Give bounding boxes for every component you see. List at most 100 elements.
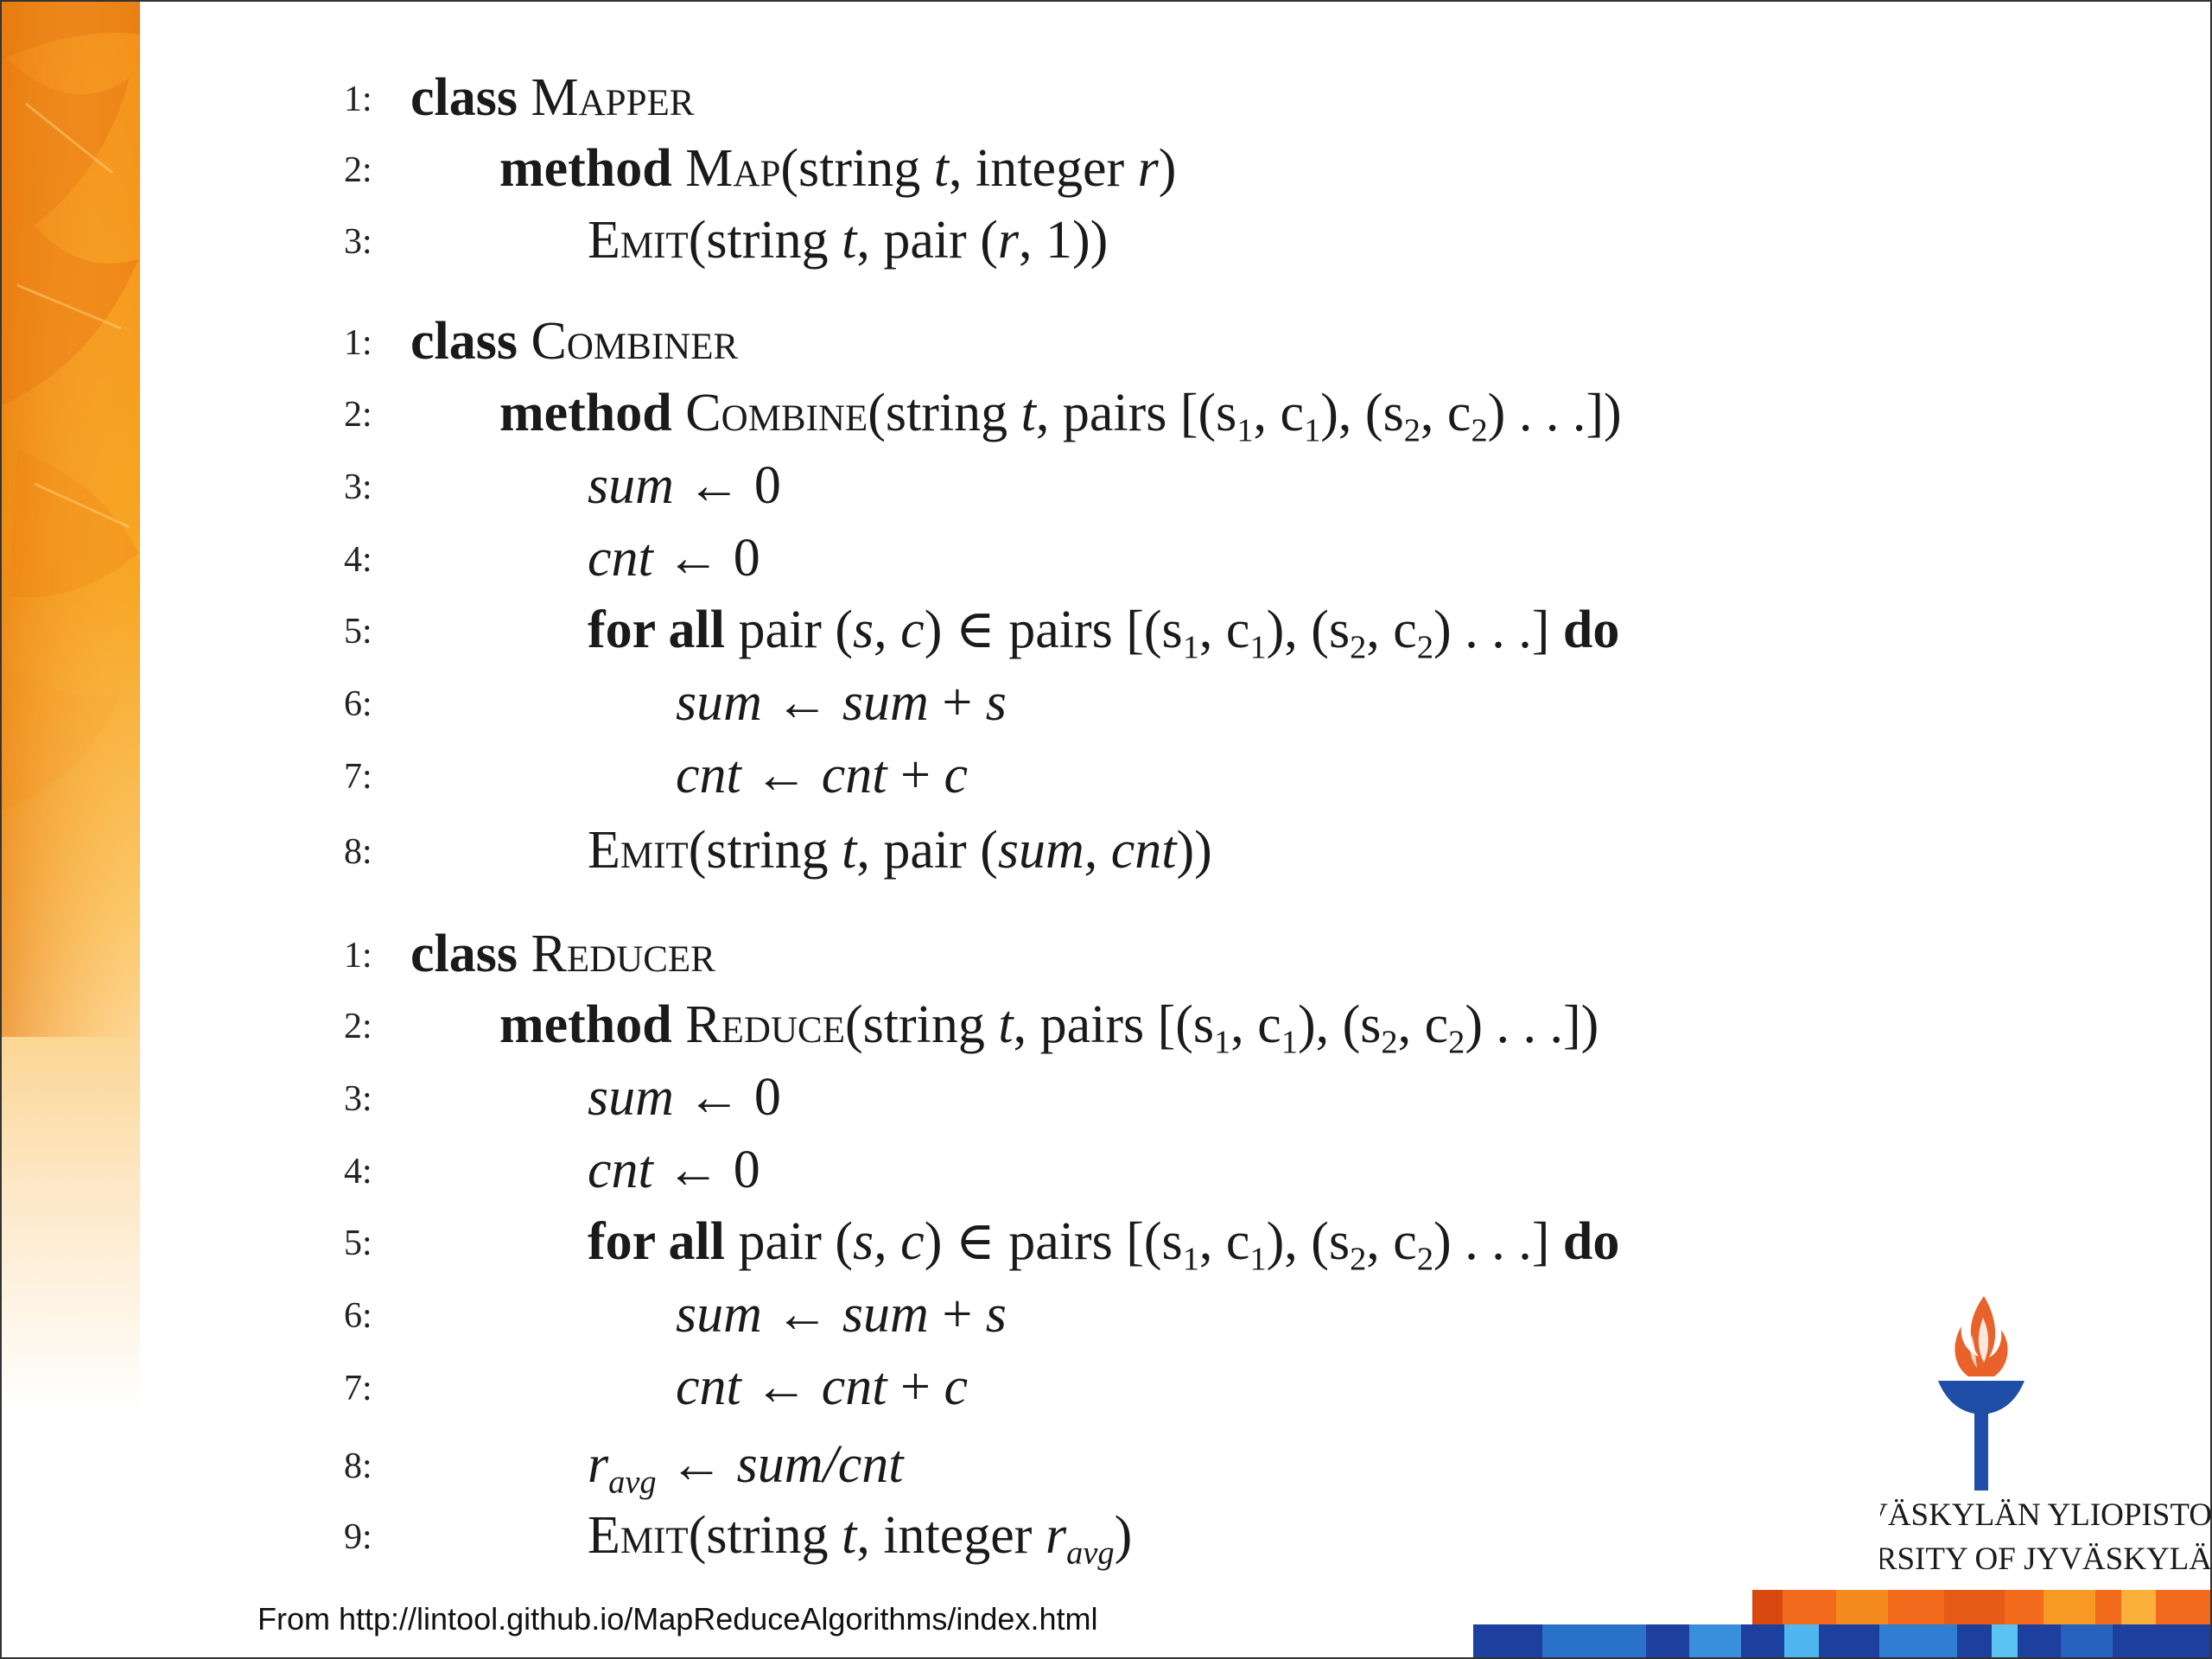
bar (2121, 1590, 2156, 1624)
method-name: Combine (685, 384, 868, 442)
code-text: ← (761, 673, 842, 732)
leaf-decoration (0, 0, 140, 1659)
code-text: pair ( (725, 601, 854, 659)
class-name: Mapper (531, 68, 695, 127)
subscript: 1 (1281, 1024, 1298, 1061)
variable: sum (588, 456, 674, 515)
subscript: 1 (1214, 1024, 1231, 1061)
code-text: ← (741, 1357, 822, 1416)
variable: sum (842, 1285, 929, 1344)
keyword: for all (588, 601, 725, 659)
line-number: 1: (344, 323, 372, 363)
class-name: Reducer (531, 925, 715, 983)
variable: r (1045, 1506, 1067, 1565)
bar (1836, 1590, 1888, 1624)
variable: sum/cnt (736, 1435, 904, 1494)
subscript: 1 (1304, 412, 1321, 449)
bar (1879, 1624, 1957, 1659)
code-text: pair ( (725, 1212, 854, 1271)
code-text: ← (761, 1285, 842, 1344)
code-text: + (887, 1357, 944, 1416)
subscript: 1 (1182, 629, 1199, 666)
variable: cnt (588, 1141, 653, 1199)
subscript: 1 (1182, 1241, 1199, 1278)
code-text: ← 0 (652, 529, 760, 588)
code-text: , c (1366, 1212, 1417, 1271)
variable: sum, cnt (997, 821, 1177, 880)
code-text: , c (1253, 384, 1305, 442)
keyword: do (1562, 601, 1620, 659)
line-number: 5: (344, 1224, 372, 1263)
method-name: Map (685, 139, 781, 198)
line-number: 6: (344, 684, 372, 724)
code-text: , c (1397, 995, 1449, 1054)
subscript: 1 (1249, 629, 1267, 666)
subscript: 2 (1416, 629, 1434, 666)
keyword: class (410, 312, 518, 371)
line-number: 4: (344, 540, 372, 580)
code-text: )) (1176, 821, 1212, 880)
class-name: Combiner (531, 312, 739, 371)
line-number: 6: (344, 1296, 372, 1336)
variable: cnt (676, 746, 741, 804)
code-text: (string (688, 1506, 842, 1565)
logo-text-finnish: JYVÄSKYLÄN YLIOPISTO (1880, 1497, 2212, 1534)
code-text: ) . . .]) (1465, 995, 1599, 1054)
variable: r (1137, 139, 1159, 198)
bar (1689, 1624, 1741, 1659)
code-text: , c (1230, 995, 1281, 1054)
keyword: class (410, 68, 518, 127)
variable: sum (842, 673, 929, 732)
subscript: 1 (1236, 412, 1254, 449)
subscript: 2 (1471, 412, 1488, 449)
keyword: method (499, 139, 672, 198)
code-text: ) ∈ pairs [(s (924, 1212, 1183, 1271)
variable: t (1020, 384, 1036, 442)
line-number: 4: (344, 1152, 372, 1192)
subscript: avg (608, 1464, 657, 1501)
variable: cnt (676, 1357, 741, 1416)
subscript: 2 (1416, 1241, 1434, 1278)
function-name: Emit (588, 821, 689, 880)
code-text: (string (688, 821, 842, 880)
code-text: + (928, 1285, 986, 1344)
bar (1944, 1590, 2005, 1624)
variable: cnt (821, 746, 887, 804)
code-text: , pairs [(s (1013, 995, 1215, 1054)
code-text: ), (s (1266, 1212, 1351, 1271)
line-number: 2: (344, 150, 372, 190)
code-text: ← (656, 1435, 737, 1494)
variable: r (588, 1435, 609, 1494)
code-text: + (887, 746, 944, 804)
code-text: ← 0 (652, 1141, 760, 1199)
variable: s (985, 1285, 1007, 1344)
code-text: ), (s (1320, 384, 1404, 442)
keyword: method (499, 384, 672, 442)
line-number: 8: (344, 832, 372, 872)
line-number: 7: (344, 757, 372, 797)
color-bars (1473, 1590, 2212, 1659)
code-text: , integer (856, 1506, 1046, 1565)
code-text: ) (1158, 139, 1177, 198)
code-text: ) (1114, 1506, 1133, 1565)
logo-line1: JYVÄSKYLÄN YLIOPISTO (1880, 1497, 2212, 1533)
function-name: Emit (588, 211, 689, 270)
subscript: 2 (1448, 1024, 1465, 1061)
variable: sum (676, 1285, 762, 1344)
code-text: (string (844, 995, 999, 1054)
function-name: Emit (588, 1506, 689, 1565)
variable: r (997, 211, 1019, 270)
variable: t (998, 995, 1014, 1054)
code-text: + (928, 673, 986, 732)
code-text: ) . . .] (1433, 601, 1563, 659)
bar (2061, 1624, 2113, 1659)
bar (1992, 1624, 2018, 1659)
code-text: ), (s (1298, 995, 1382, 1054)
code-text: (string (780, 139, 934, 198)
variable: cnt (588, 529, 653, 588)
keyword: for all (588, 1212, 725, 1271)
logo-text-english: UNIVERSITY OF JYVÄSKYLÄ (1880, 1541, 2212, 1578)
subscript: avg (1066, 1535, 1115, 1572)
variable: sum (588, 1068, 674, 1127)
